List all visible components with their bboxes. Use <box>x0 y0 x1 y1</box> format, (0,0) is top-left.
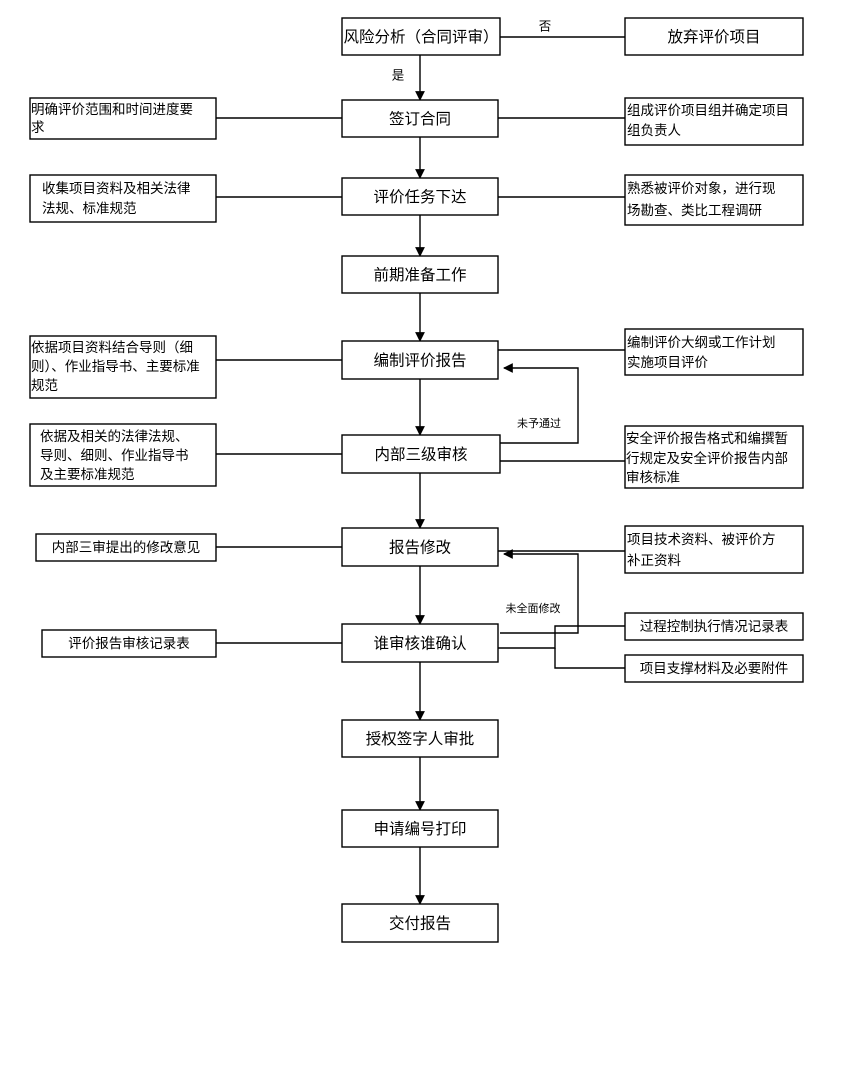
node-label: 评价任务下达 <box>373 188 466 206</box>
edge-label-not-passed: 未予通过 <box>517 417 561 430</box>
note-line-2: 则）、作业指导书、主要标准 <box>31 359 200 375</box>
edge-label-yes: 是 <box>392 68 405 83</box>
note-collect-project-data[interactable]: 收集项目资料及相关法律 法规、标准规范 <box>29 174 217 223</box>
node-label: 谁审核谁确认 <box>373 635 466 653</box>
node-deliver-report[interactable]: 交付报告 <box>341 903 499 943</box>
node-label: 申请编号打印 <box>373 820 466 838</box>
connector-feedback-confirm-to-revise <box>500 549 579 634</box>
node-risk-analysis[interactable]: 风险分析（合同评审） <box>341 17 501 56</box>
note-site-survey[interactable]: 熟悉被评价对象，进行现 场勘查、类比工程调研 <box>624 174 804 226</box>
edge-label-not-fully-revised: 未全面修改 <box>506 601 561 615</box>
note-line-3: 及主要标准规范 <box>40 467 135 483</box>
node-apply-number-print[interactable]: 申请编号打印 <box>341 809 499 848</box>
node-label: 前期准备工作 <box>373 266 466 284</box>
note-scope-and-schedule[interactable]: 明确评价范围和时间进度要 求 <box>29 97 217 140</box>
note-line-1: 项目技术资料、被评价方 <box>627 532 776 548</box>
node-label: 报告修改 <box>389 539 451 557</box>
connector-note-r6 <box>498 625 625 649</box>
note-line-2: 实施项目评价 <box>627 355 708 371</box>
note-line-1: 熟悉被评价对象，进行现 <box>627 181 776 197</box>
note-supporting-materials[interactable]: 项目支撑材料及必要附件 <box>624 654 804 683</box>
node-label: 授权签字人审批 <box>366 730 475 748</box>
note-line-1: 依据项目资料结合导则（细 <box>31 340 193 356</box>
note-line-2: 组负责人 <box>627 123 681 139</box>
node-abandon-project[interactable]: 放弃评价项目 <box>624 17 804 56</box>
node-reviewer-confirmation[interactable]: 谁审核谁确认 <box>341 623 499 663</box>
note-basis-project-data-guidelines[interactable]: 依据项目资料结合导则（细 则）、作业指导书、主要标准 规范 <box>29 335 217 399</box>
note-line-1: 内部三审提出的修改意见 <box>52 539 201 556</box>
node-preparation-work[interactable]: 前期准备工作 <box>341 255 499 294</box>
node-label: 风险分析（合同评审） <box>343 28 498 46</box>
note-line-1: 评价报告审核记录表 <box>68 636 190 652</box>
note-report-review-record-form[interactable]: 评价报告审核记录表 <box>41 629 217 658</box>
note-line-2: 场勘查、类比工程调研 <box>627 203 762 219</box>
note-process-control-record-form[interactable]: 过程控制执行情况记录表 <box>624 612 804 641</box>
note-line-1: 项目支撑材料及必要附件 <box>640 661 789 677</box>
edge-label-no: 否 <box>539 19 552 34</box>
connector-note-r7 <box>554 648 625 669</box>
note-evaluation-outline[interactable]: 编制评价大纲或工作计划 实施项目评价 <box>624 328 804 376</box>
note-line-1: 安全评价报告格式和编撰暂 <box>626 430 788 447</box>
note-line-2: 法规、标准规范 <box>42 201 137 217</box>
connector-feedback-review-to-report <box>500 363 579 444</box>
note-line-1: 收集项目资料及相关法律 <box>42 181 191 197</box>
note-form-project-team[interactable]: 组成评价项目组并确定项目 组负责人 <box>624 97 804 146</box>
node-label: 交付报告 <box>389 915 451 933</box>
note-basis-laws-regulations[interactable]: 依据及相关的法律法规、 导则、细则、作业指导书 及主要标准规范 <box>29 423 217 487</box>
note-technical-data-supplement[interactable]: 项目技术资料、被评价方 补正资料 <box>624 525 804 574</box>
note-line-1: 依据及相关的法律法规、 <box>40 429 189 445</box>
note-line-1: 组成评价项目组并确定项目 <box>627 103 789 119</box>
node-label: 放弃评价项目 <box>667 28 760 46</box>
note-line-1: 编制评价大纲或工作计划 <box>627 335 776 351</box>
note-line-2: 补正资料 <box>627 553 681 569</box>
node-label: 签订合同 <box>389 110 451 128</box>
note-report-format-standard[interactable]: 安全评价报告格式和编撰暂 行规定及安全评价报告内部 审核标准 <box>624 425 804 489</box>
node-internal-three-level-review[interactable]: 内部三级审核 <box>341 434 501 474</box>
node-task-assignment[interactable]: 评价任务下达 <box>341 177 499 216</box>
node-compile-report[interactable]: 编制评价报告 <box>341 340 499 380</box>
note-line-3: 规范 <box>31 378 58 394</box>
node-label: 内部三级审核 <box>374 446 467 464</box>
note-line-2: 导则、细则、作业指导书 <box>40 448 189 464</box>
note-line-3: 审核标准 <box>626 470 680 486</box>
node-label: 编制评价报告 <box>373 352 466 370</box>
note-internal-review-opinions[interactable]: 内部三审提出的修改意见 <box>35 533 217 562</box>
note-line-2: 行规定及安全评价报告内部 <box>626 450 788 467</box>
node-report-revision[interactable]: 报告修改 <box>341 527 499 567</box>
note-line-1: 过程控制执行情况记录表 <box>640 619 789 635</box>
note-line-2: 求 <box>31 120 45 136</box>
node-authorized-signatory-approval[interactable]: 授权签字人审批 <box>341 719 499 758</box>
note-line-1: 明确评价范围和时间进度要 <box>31 102 193 118</box>
node-sign-contract[interactable]: 签订合同 <box>341 99 499 138</box>
